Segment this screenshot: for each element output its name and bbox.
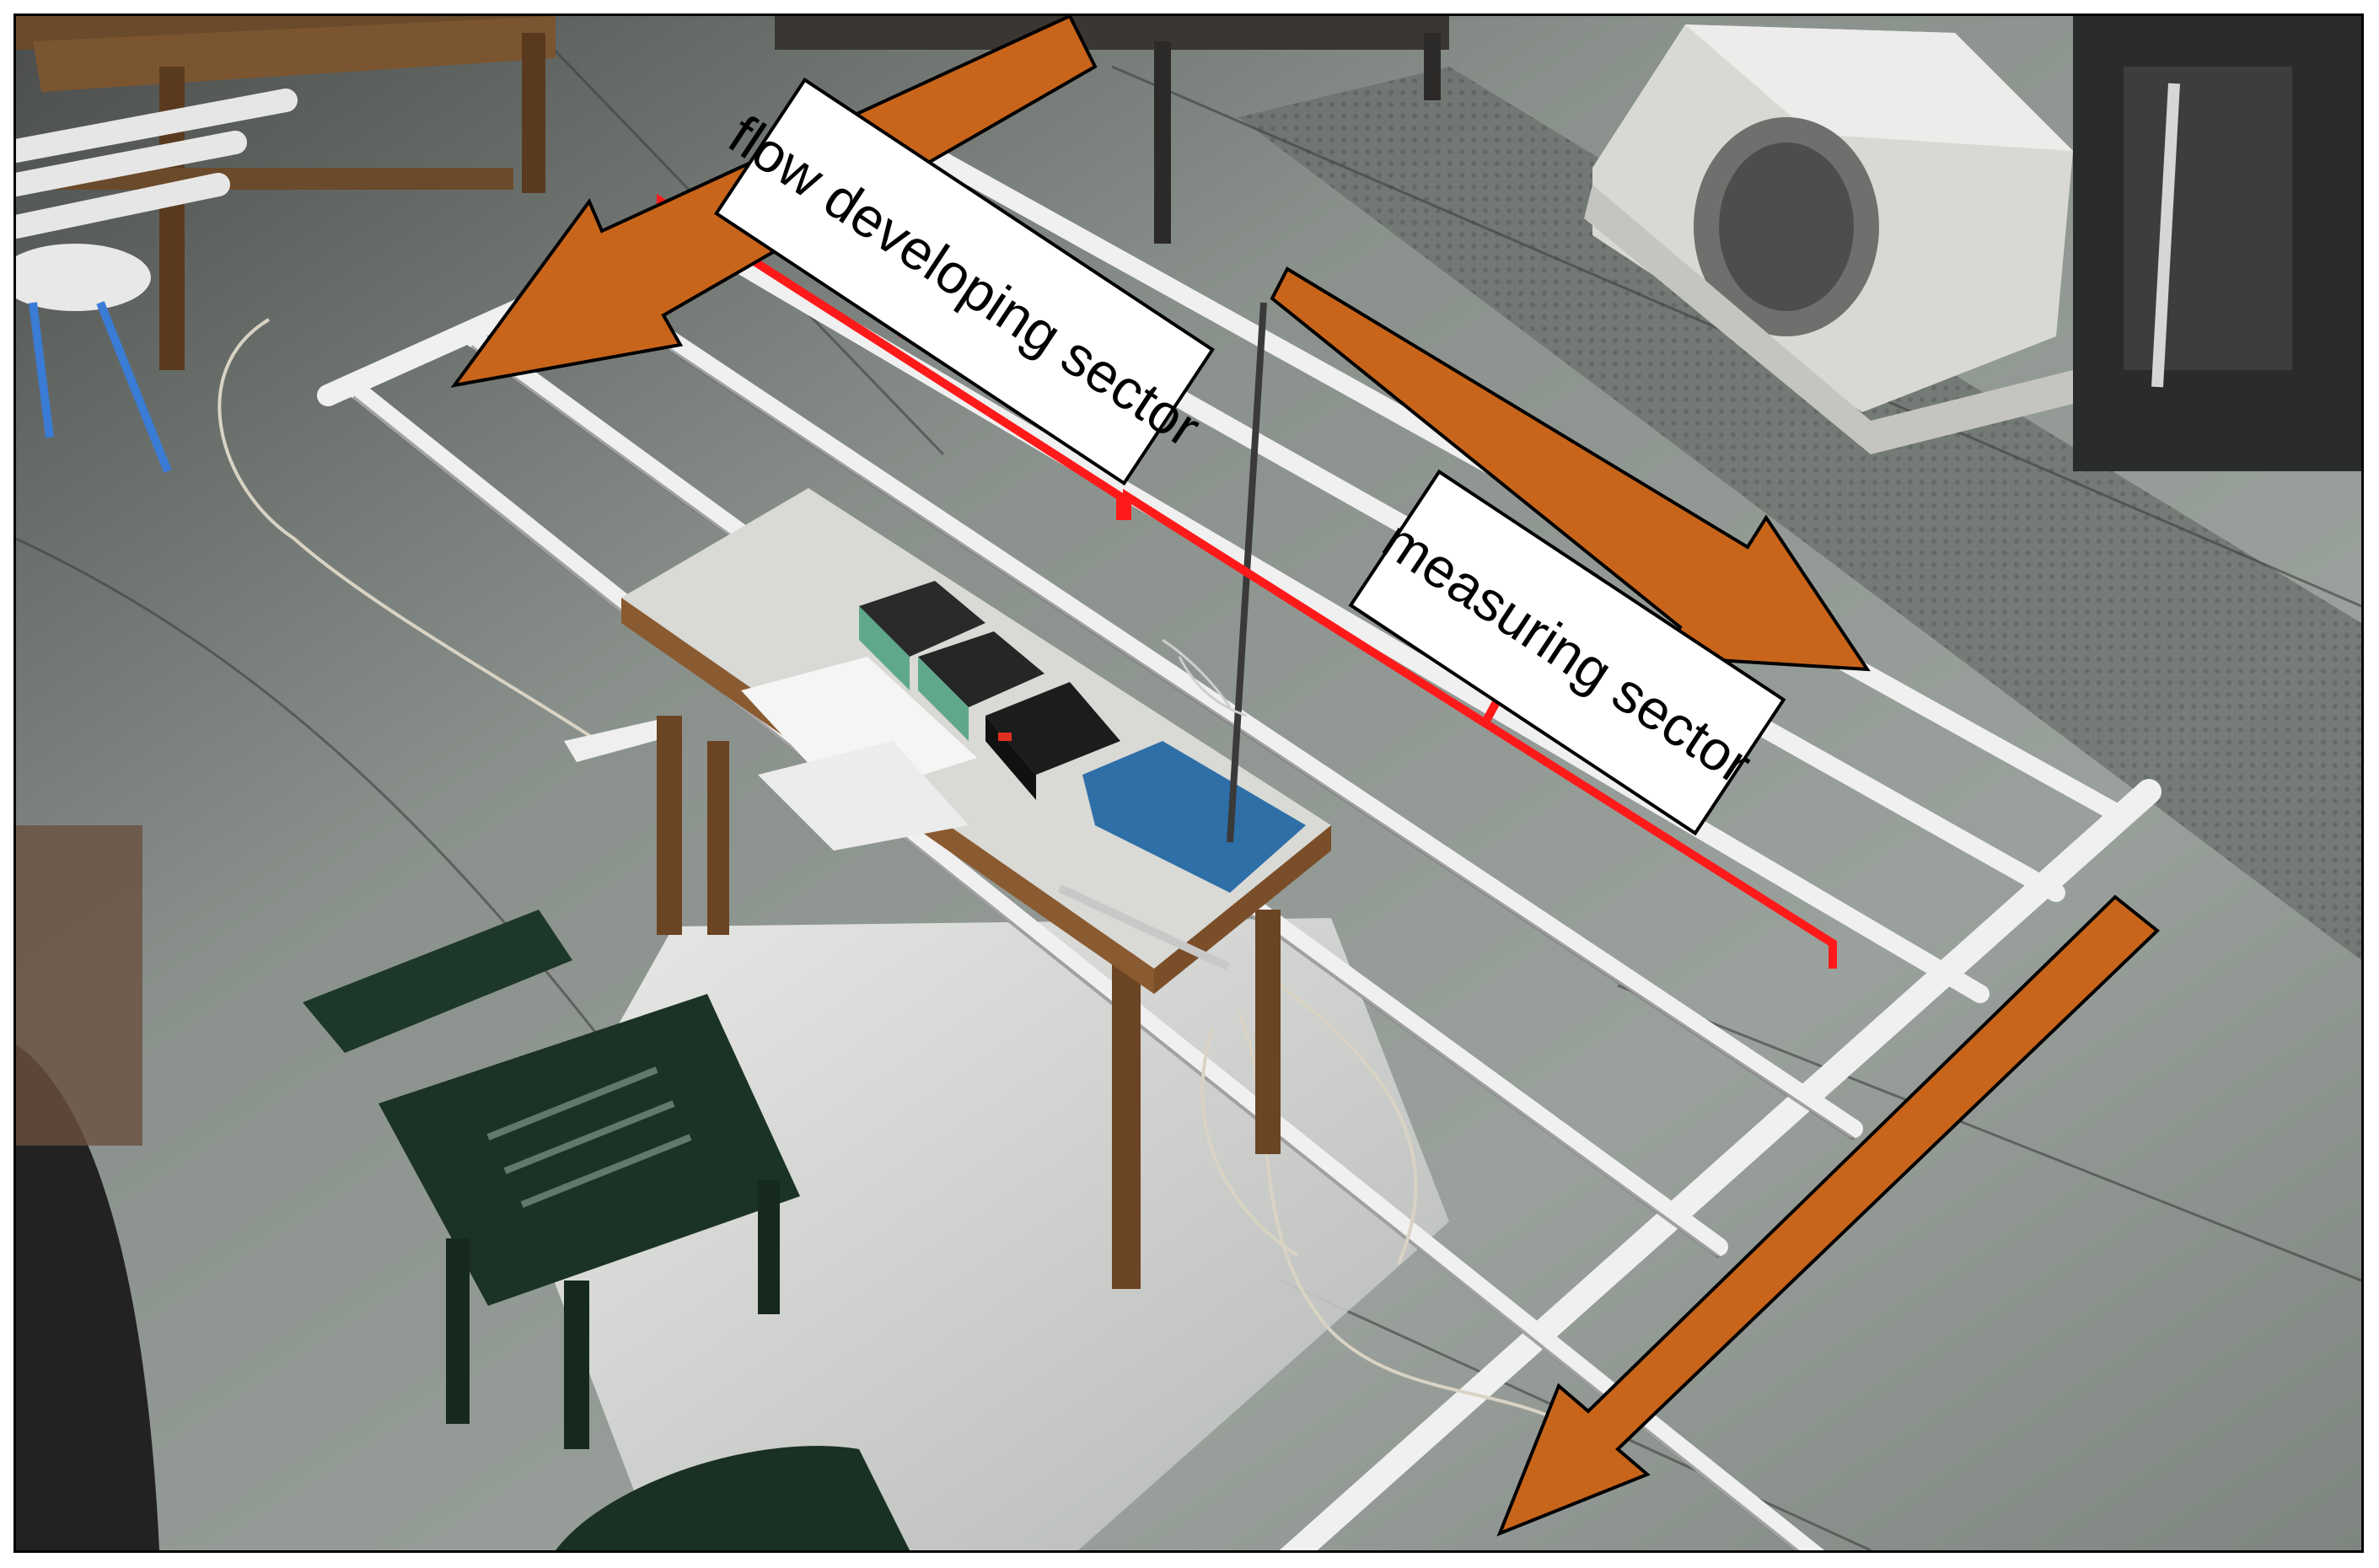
background-table-right	[775, 16, 1449, 244]
air-conditioner	[1584, 24, 2073, 454]
measuring-bracket	[1123, 488, 1837, 969]
ruler	[1057, 884, 1230, 971]
stool	[16, 244, 172, 473]
green-chair	[303, 910, 800, 1449]
floor-grate	[1238, 67, 2361, 960]
chair-bottom	[556, 1446, 910, 1550]
instruments	[859, 581, 1120, 800]
experiment-photo: flow developing sector measuring sector	[16, 16, 2361, 1550]
flow-arrow-icon	[1496, 894, 2161, 1537]
photo-frame: flow developing sector measuring sector	[13, 13, 2364, 1553]
power-strip	[564, 720, 669, 762]
background-pipes-left	[16, 89, 298, 239]
background-table-left	[16, 16, 556, 370]
cabinet-right	[2073, 16, 2361, 471]
dark-object-left	[16, 825, 159, 1550]
papers	[741, 657, 977, 851]
probe-bundle	[1162, 638, 1248, 717]
